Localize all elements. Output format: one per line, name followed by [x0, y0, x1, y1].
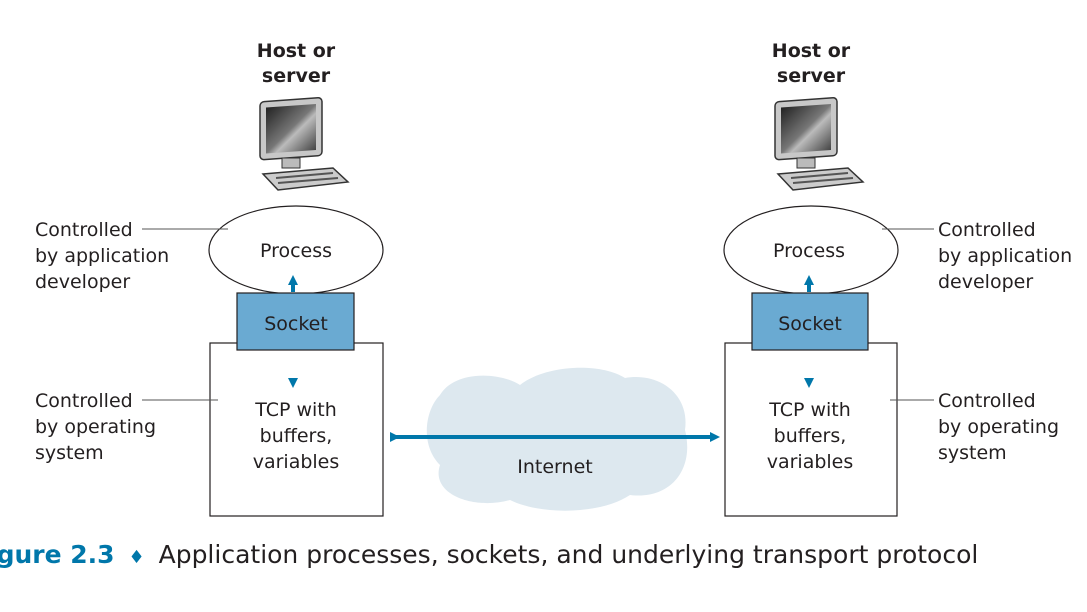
process-label: Process [773, 240, 845, 262]
tcp-label-line: TCP with [254, 399, 337, 421]
host-title-line: Host or [257, 40, 336, 62]
app-control-note: by application [938, 245, 1072, 267]
figure-number: igure 2.3 [0, 540, 115, 569]
tcp-label-line: buffers, [260, 425, 333, 447]
process-label: Process [260, 240, 332, 262]
host-title-line: server [262, 65, 331, 87]
diamond-separator-icon: ♦ [128, 547, 145, 568]
app-control-note: developer [938, 271, 1033, 293]
tcp-label-line: TCP with [768, 399, 851, 421]
os-control-note: by operating [938, 416, 1059, 438]
os-control-note: system [35, 442, 104, 464]
os-control-note: system [938, 442, 1007, 464]
os-control-note: Controlled [35, 390, 133, 412]
app-control-note: Controlled [35, 219, 133, 241]
computer-icon [259, 97, 350, 191]
tcp-label-line: buffers, [774, 425, 847, 447]
tcp-label-line: variables [253, 451, 340, 473]
host-title-line: Host or [772, 40, 851, 62]
app-control-note: developer [35, 271, 130, 293]
app-control-note: Controlled [938, 219, 1036, 241]
figure-caption: igure 2.3 ♦ Application processes, socke… [0, 540, 978, 569]
socket-label: Socket [778, 313, 842, 335]
os-control-note: by operating [35, 416, 156, 438]
host-title-line: server [777, 65, 846, 87]
internet-cloud [426, 367, 688, 511]
computer-icon [774, 97, 865, 191]
caption-text: Application processes, sockets, and unde… [158, 540, 979, 569]
internet-label: Internet [517, 456, 592, 478]
tcp-label-line: variables [767, 451, 854, 473]
os-control-note: Controlled [938, 390, 1036, 412]
app-control-note: by application [35, 245, 169, 267]
socket-label: Socket [264, 313, 328, 335]
socket-box [236, 292, 355, 351]
tcp-box [209, 342, 384, 517]
host-left: Host or server Process Socket TCP with b… [35, 40, 384, 517]
socket-box [751, 292, 869, 351]
host-right: Host or server Process Socket TCP with b… [723, 40, 1072, 517]
